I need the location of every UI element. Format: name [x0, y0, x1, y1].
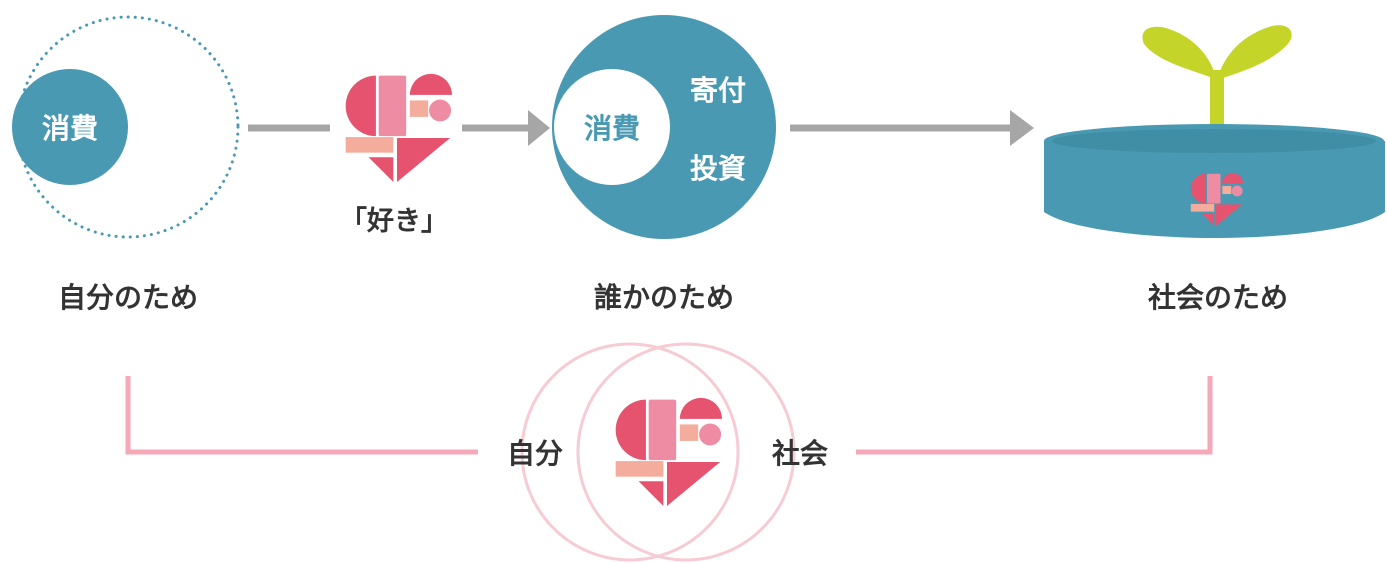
consume-inner-label: 消費 [584, 112, 640, 145]
venn-ring-right [576, 342, 796, 562]
society-caption: 社会のため [1148, 281, 1288, 314]
society-label: 社会 [772, 437, 828, 470]
center-heart-logo-icon [615, 397, 722, 506]
consume-label: 消費 [42, 112, 98, 145]
stage-society: 社会のため [1044, 25, 1385, 314]
others-caption: 誰かのため [594, 281, 734, 314]
connector-like: 「好き」 [248, 73, 550, 237]
venn-ring-left [520, 342, 740, 562]
pot-rim-inner [1052, 129, 1376, 153]
bracket-right [856, 376, 1213, 455]
consume-circle [12, 69, 128, 185]
stage-others: 消費 寄付 投資 誰かのため [552, 15, 776, 314]
self-label: 自分 [507, 437, 563, 470]
connector-society [790, 110, 1034, 146]
investment-label: 投資 [690, 152, 746, 185]
heart-logo-icon [345, 73, 452, 182]
arrow-head-1 [528, 110, 550, 146]
like-label: 「好き」 [340, 205, 448, 237]
stage-self: 消費 自分のため [12, 15, 240, 314]
bottom-bracket: 自分 社会 [125, 342, 1213, 562]
donation-label: 寄付 [690, 74, 746, 107]
dotted-ring [16, 15, 240, 239]
consume-inner-circle [554, 69, 670, 185]
self-caption: 自分のため [58, 281, 198, 314]
sprout-icon [1142, 25, 1292, 142]
bracket-left [125, 376, 478, 455]
arrow-head-2 [1010, 110, 1034, 146]
